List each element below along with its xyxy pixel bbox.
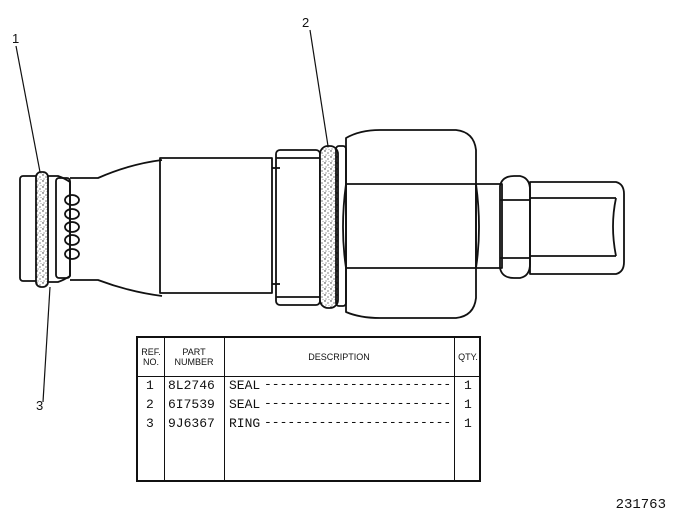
callout-3: 3 — [36, 398, 44, 413]
row-part-number: 8L2746 — [168, 378, 215, 393]
header-part-number: PART NUMBER — [174, 347, 214, 367]
row-ref: 1 — [146, 378, 154, 393]
row-qty: 1 — [464, 378, 472, 393]
seal-1-part — [35, 171, 49, 288]
row-ref: 3 — [146, 416, 154, 431]
row-qty: 1 — [464, 397, 472, 412]
left-cylinder — [48, 159, 163, 297]
row-description: SEAL — [229, 378, 261, 393]
leader-line-2 — [309, 29, 329, 147]
header-ref-no: REF. NO. — [141, 347, 161, 367]
seal-2-part — [319, 145, 339, 309]
header-qty: QTY. — [458, 352, 478, 362]
row-leader: ------------------------ — [264, 396, 452, 411]
col-desc — [224, 338, 455, 480]
right-sleeve — [529, 181, 625, 275]
table-row: 1 8L2746 SEAL ------------------------ 1 — [138, 377, 479, 397]
threaded-section — [275, 149, 321, 306]
row-description: RING — [229, 416, 261, 431]
hex-nut — [335, 129, 480, 319]
row-description: SEAL — [229, 397, 261, 412]
figure-number: 231763 — [615, 497, 666, 513]
leader-line-3 — [42, 286, 51, 403]
row-qty: 1 — [464, 416, 472, 431]
table-row: 3 9J6367 RING ------------------------ 1 — [138, 415, 479, 435]
body-section — [159, 157, 280, 294]
row-part-number: 9J6367 — [168, 416, 215, 431]
header-description: DESCRIPTION — [308, 352, 370, 362]
row-leader: ------------------------ — [264, 377, 452, 392]
leader-line-1 — [15, 45, 41, 173]
parts-table: REF. NO. PART NUMBER DESCRIPTION QTY. 1 … — [136, 336, 481, 482]
row-leader: ------------------------ — [264, 415, 452, 430]
small-hex — [499, 175, 531, 279]
callout-2: 2 — [302, 15, 310, 30]
callout-1: 1 — [12, 31, 20, 46]
neck — [475, 183, 503, 269]
col-ref — [138, 338, 165, 480]
header-divider — [138, 376, 479, 377]
row-part-number: 6I7539 — [168, 397, 215, 412]
table-row: 2 6I7539 SEAL ------------------------ 1 — [138, 396, 479, 416]
row-ref: 2 — [146, 397, 154, 412]
col-part — [164, 338, 225, 480]
